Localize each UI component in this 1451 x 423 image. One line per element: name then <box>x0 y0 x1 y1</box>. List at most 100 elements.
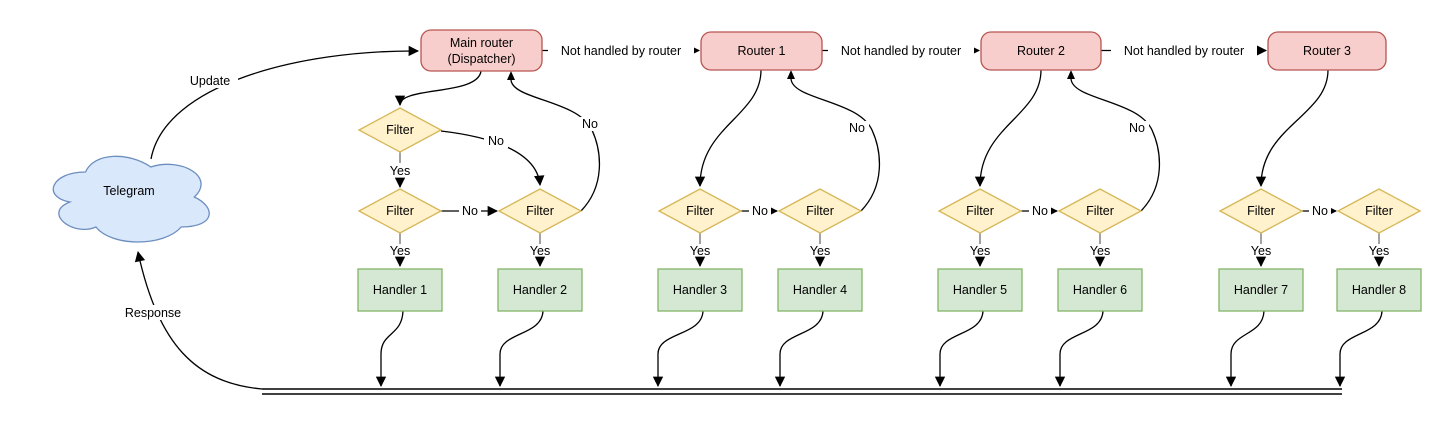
edge-handler6-to-bus <box>1054 310 1104 388</box>
yes-label-top: Yes <box>390 164 410 178</box>
main-router-node <box>420 29 543 72</box>
not-handled-label-bg-2 <box>828 43 974 58</box>
no-label-main: No <box>462 204 478 218</box>
edge-main-router-to-filter <box>394 70 482 107</box>
filter-node-4 <box>777 188 863 234</box>
no-label-bg-return-router2 <box>1125 121 1149 135</box>
handler-2-label: Handler 2 <box>513 283 567 297</box>
handler-7-node <box>1218 268 1304 312</box>
handler-1-node <box>357 268 443 312</box>
handler-4-node <box>777 268 863 312</box>
yes-label-3: Yes <box>690 244 710 258</box>
filter-label: Filter <box>1086 204 1114 218</box>
edge-labels: Update Response Not handled by router No… <box>112 43 1389 320</box>
filter-node-6 <box>1057 188 1143 234</box>
nodes: Telegram Main router (Dispatcher) Router… <box>52 29 1422 312</box>
handler-5-node <box>937 268 1023 312</box>
not-handled-label-bg-1 <box>548 43 694 58</box>
edge-response <box>134 250 263 390</box>
edge-update <box>150 45 420 160</box>
handler-8-label: Handler 8 <box>1352 283 1406 297</box>
no-label-bg-return-router1 <box>845 121 869 135</box>
edge-return-no-main <box>510 79 601 212</box>
no-label-top-filter: No <box>488 134 504 148</box>
filter-node-7 <box>1218 188 1304 234</box>
filter-label: Filter <box>806 204 834 218</box>
yes-label-8: Yes <box>1369 244 1389 258</box>
filter-label: Filter <box>686 204 714 218</box>
main-router-label-line2: (Dispatcher) <box>447 52 515 66</box>
handler-4-label: Handler 4 <box>793 283 847 297</box>
no-label-router1: No <box>752 204 768 218</box>
filter-node-1 <box>357 188 443 234</box>
filter-node-5 <box>937 188 1023 234</box>
not-handled-label-2: Not handled by router <box>841 44 961 58</box>
edge-handler2-to-bus <box>494 310 544 388</box>
not-handled-label-1: Not handled by router <box>561 44 681 58</box>
router-2-node <box>980 31 1102 71</box>
router-3-node <box>1267 31 1387 71</box>
no-label-bg-top-filter <box>484 134 508 148</box>
arrowhead-return-router1 <box>787 70 795 79</box>
response-label-bg <box>112 305 194 320</box>
no-label-return-router2: No <box>1129 121 1145 135</box>
yes-label-4: Yes <box>810 244 830 258</box>
router-3-label: Router 3 <box>1303 44 1351 58</box>
filter-label: Filter <box>386 123 414 137</box>
no-label-bg-router2 <box>1029 204 1051 218</box>
edge-router1-to-filter <box>694 69 762 188</box>
no-label-bg-main <box>459 204 481 218</box>
edge-handler5-to-bus <box>934 310 984 388</box>
telegram-cloud <box>52 155 210 243</box>
not-handled-label-bg-3 <box>1111 43 1257 58</box>
no-label-router3: No <box>1312 204 1328 218</box>
edge-return-no-router1 <box>790 78 881 212</box>
no-label-bg-return-main <box>578 117 602 131</box>
router-1-label: Router 1 <box>738 44 786 58</box>
handler-2-node <box>497 268 583 312</box>
filter-label: Filter <box>386 204 414 218</box>
no-label-bg-router1 <box>749 204 771 218</box>
telegram-cloud-label: Telegram <box>103 184 154 198</box>
edges <box>134 45 1385 395</box>
handler-8-node <box>1336 268 1422 312</box>
filter-label: Filter <box>1247 204 1275 218</box>
yes-label-2: Yes <box>530 244 550 258</box>
filter-label: Filter <box>966 204 994 218</box>
filter-label: Filter <box>526 204 554 218</box>
edge-handler7-to-bus <box>1225 310 1265 388</box>
arrowhead-return-main <box>507 71 515 80</box>
update-label-bg <box>182 73 238 88</box>
edge-router2-to-filter <box>974 69 1042 188</box>
yes-label-1: Yes <box>390 244 410 258</box>
handler-6-node <box>1057 268 1143 312</box>
no-label-router2: No <box>1032 204 1048 218</box>
yes-label-7: Yes <box>1251 244 1271 258</box>
no-label-bg-router3 <box>1309 204 1331 218</box>
edge-return-no-router2 <box>1070 78 1161 212</box>
yes-label-6: Yes <box>1090 244 1110 258</box>
edge-handler1-to-bus <box>375 310 404 388</box>
edge-handler4-to-bus <box>774 310 824 388</box>
filter-node-3 <box>657 188 743 234</box>
handler-7-label: Handler 7 <box>1234 283 1288 297</box>
handler-5-label: Handler 5 <box>953 283 1007 297</box>
not-handled-label-3: Not handled by router <box>1124 44 1244 58</box>
router-1-node <box>700 31 823 71</box>
filter-label: Filter <box>1365 204 1393 218</box>
response-label: Response <box>125 306 181 320</box>
update-label: Update <box>190 74 230 88</box>
yes-label-5: Yes <box>970 244 990 258</box>
edge-handler8-to-bus <box>1334 310 1383 388</box>
edge-handler3-to-bus <box>652 310 704 388</box>
router-2-label: Router 2 <box>1017 44 1065 58</box>
filter-node-2 <box>497 188 583 234</box>
edge-router3-to-filter <box>1255 69 1329 188</box>
no-label-return-main: No <box>582 117 598 131</box>
handler-3-label: Handler 3 <box>673 283 727 297</box>
handler-3-node <box>657 268 743 312</box>
handler-1-label: Handler 1 <box>373 283 427 297</box>
filter-node-8 <box>1336 188 1422 234</box>
